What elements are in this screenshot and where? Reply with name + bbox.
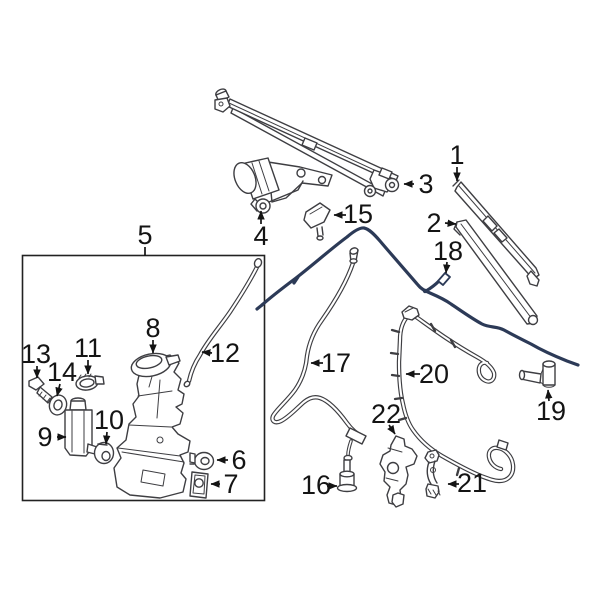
washer-hose-rear-drawing [255, 226, 580, 367]
connector-cover-drawing [303, 202, 331, 241]
hose-elbow-connector-drawing [518, 360, 556, 388]
part-label-3-wiper-linkage: 3 [418, 169, 433, 199]
washer-hose-front-drawing [270, 247, 367, 463]
filler-hose-drawing [183, 257, 263, 388]
part-label-13-mounting-bolt: 13 [21, 339, 51, 369]
part-label-17-washer-hose-front: 17 [321, 348, 351, 378]
part-label-9-washer-pump: 9 [37, 422, 52, 452]
callout-arrow-22-hose-bracket-large [387, 424, 396, 435]
part-label-7-reservoir-retainer-clip: 7 [223, 469, 238, 499]
callout-arrow-2-wiper-arm [444, 219, 457, 227]
hose-harness-drawing [389, 305, 516, 484]
callout-arrow-18-washer-hose-rear [443, 261, 451, 274]
part-label-12-filler-hose: 12 [210, 338, 240, 368]
part-label-5-washer-reservoir-assembly: 5 [137, 220, 152, 250]
part-label-20-hose-harness: 20 [419, 359, 449, 389]
reservoir-assembly-box [21, 254, 266, 502]
part-label-21-hose-bracket-small: 21 [457, 468, 487, 498]
hose-bracket-small-drawing [424, 449, 441, 499]
part-label-2-wiper-arm: 2 [426, 208, 441, 238]
reservoir-cap-drawing [130, 352, 181, 378]
part-label-11-hose-clamp: 11 [74, 333, 102, 363]
part-label-14-seal-washer: 14 [47, 357, 77, 387]
mounting-bolt-drawing [28, 376, 53, 404]
reservoir-grommet-drawing [189, 451, 215, 471]
part-label-4-wiper-motor: 4 [253, 221, 268, 251]
part-label-19-hose-elbow-connector: 19 [536, 396, 566, 426]
part-label-10-pump-grommet: 10 [94, 405, 124, 435]
part-label-6-reservoir-grommet: 6 [231, 445, 246, 475]
wiper-linkage-drawing [214, 88, 400, 198]
hose-clamp-drawing [75, 373, 105, 391]
part-label-18-washer-hose-rear: 18 [433, 236, 463, 266]
part-label-8-reservoir-cap: 8 [145, 313, 160, 343]
part-label-22-hose-bracket-large: 22 [371, 399, 401, 429]
part-label-15-connector-cover: 15 [343, 199, 373, 229]
pump-grommet-drawing [93, 441, 115, 465]
callout-arrow-14-seal-washer [55, 383, 63, 397]
mounting-stud-drawing [336, 459, 358, 493]
washer-reservoir-drawing [113, 354, 191, 499]
callout-arrow-19-hose-elbow-connector [545, 389, 553, 402]
reservoir-retainer-clip-drawing [189, 471, 209, 499]
callout-arrow-12-filler-hose [201, 349, 213, 357]
hose-bracket-large-drawing [379, 435, 418, 508]
callout-arrow-10-pump-grommet [102, 431, 111, 445]
part-label-1-wiper-blade: 1 [449, 140, 464, 170]
wiper-motor-drawing [233, 157, 333, 214]
wiper-arm-drawing [453, 219, 539, 326]
part-label-16-mounting-stud: 16 [301, 470, 331, 500]
